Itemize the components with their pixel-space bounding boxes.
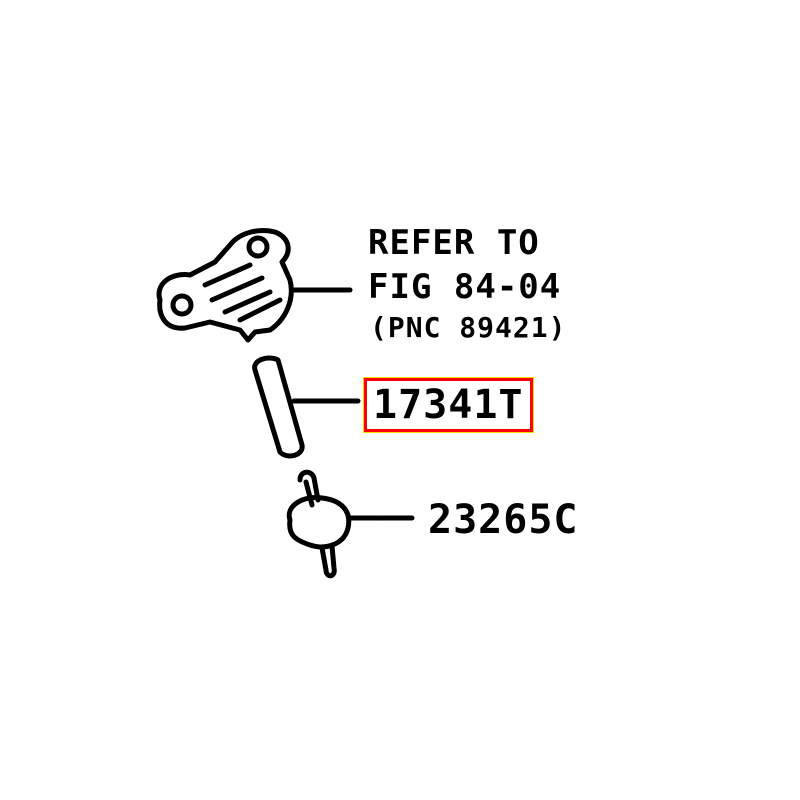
refer-to-text: REFER TO: [368, 223, 540, 263]
figure-reference-text: FIG 84-04: [368, 267, 562, 307]
sensor-assembly-drawing: [156, 228, 353, 343]
part-number-17341t-highlighted[interactable]: 17341T: [363, 377, 534, 433]
grommet-23265c-drawing: [286, 469, 415, 579]
pnc-reference-text: (PNC 89421): [370, 311, 567, 344]
rod-17341t-drawing: [252, 355, 361, 459]
part-number-23265c[interactable]: 23265C: [428, 497, 579, 543]
